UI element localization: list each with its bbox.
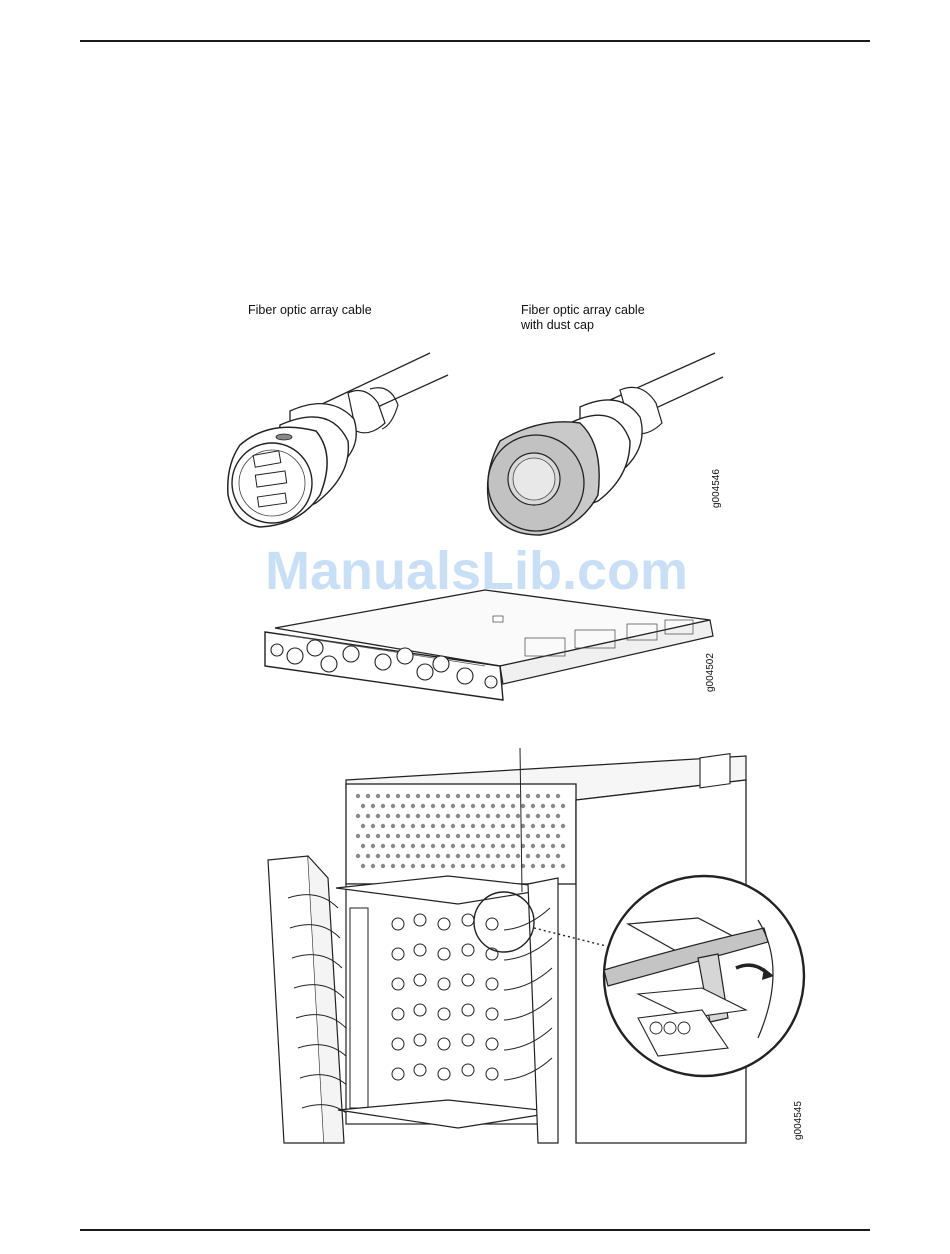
figure-id-g004545: g004545 (793, 1101, 804, 1140)
figure-id-g004546: g004546 (711, 469, 722, 508)
header-rule (80, 40, 870, 42)
fiber-cable-connector-illustration (220, 345, 460, 545)
caption-line-2: with dust cap (521, 318, 594, 332)
caption-line-1: Fiber optic array cable (521, 303, 645, 317)
line-card-module-illustration (255, 580, 725, 710)
chassis-cable-management-illustration (258, 748, 803, 1143)
caption-fiber-optic-array-cable: Fiber optic array cable (248, 303, 372, 318)
caption-fiber-optic-array-cable-dust-cap: Fiber optic array cable with dust cap (521, 303, 645, 333)
figure-id-g004502: g004502 (705, 653, 716, 692)
fiber-cable-dust-cap-illustration (480, 345, 730, 545)
footer-rule (80, 1229, 870, 1231)
